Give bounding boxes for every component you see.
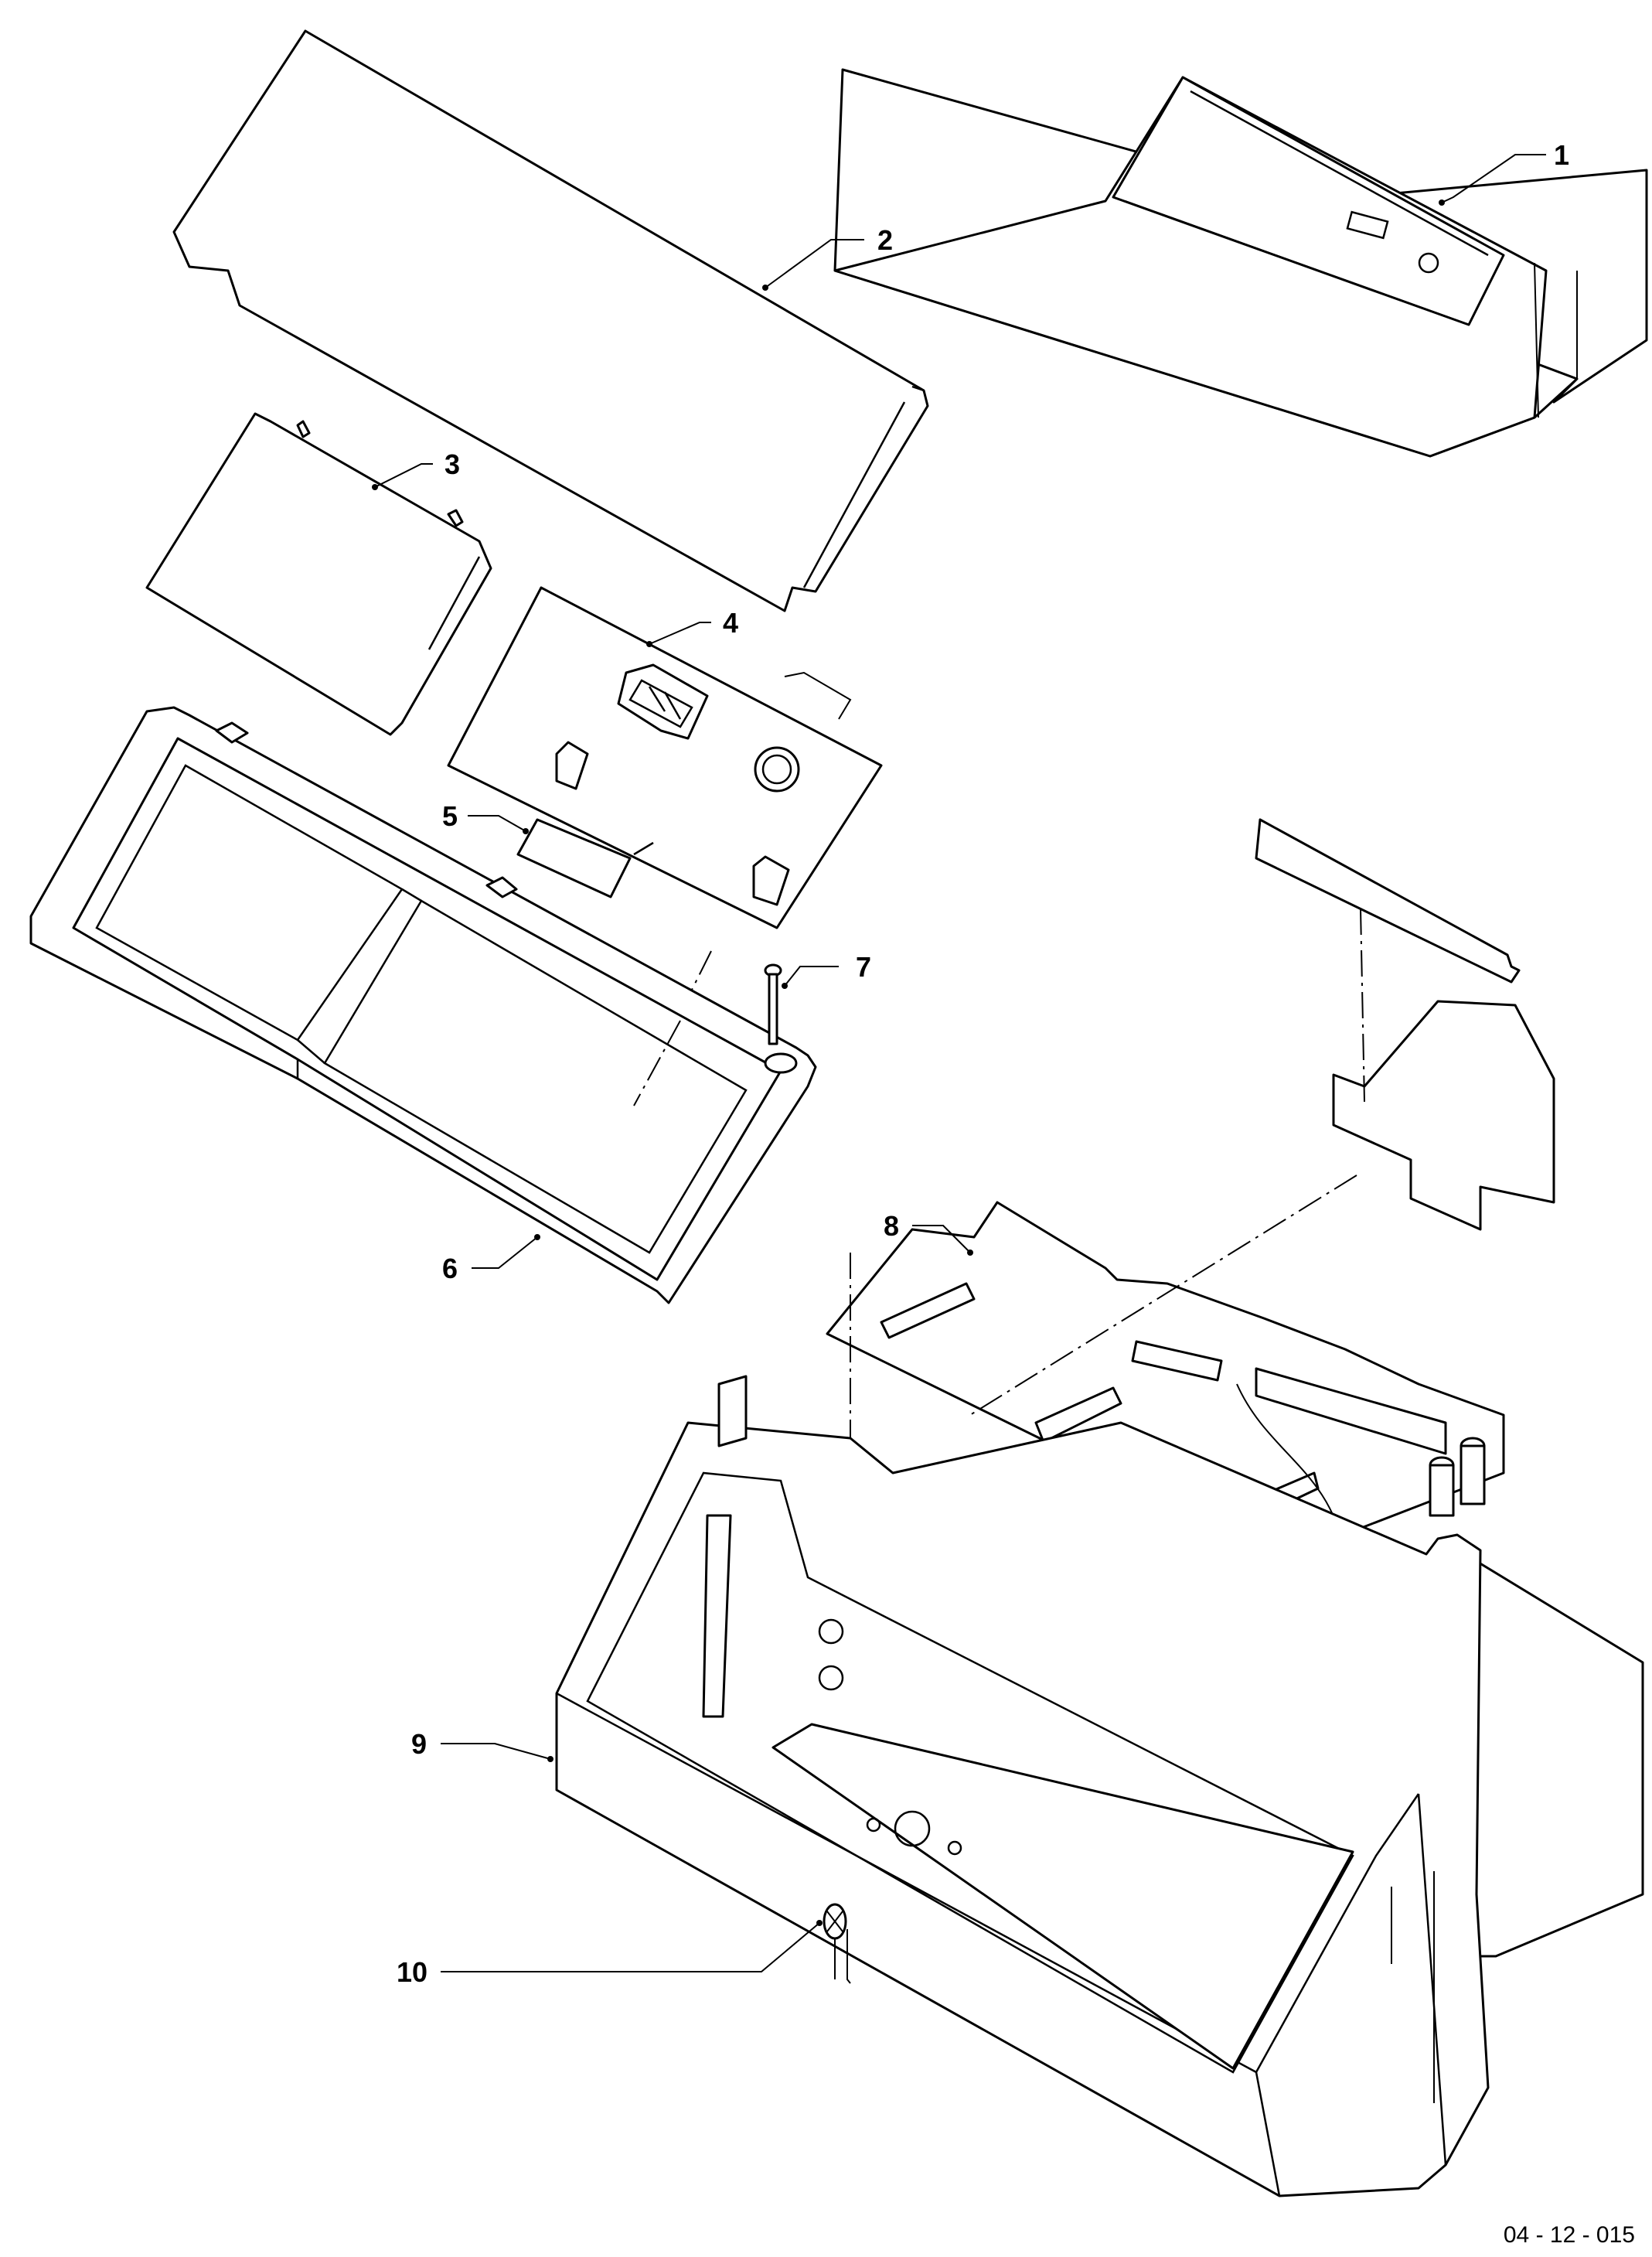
callout-8-label: 8 bbox=[884, 1210, 899, 1242]
callout-1: 1 bbox=[1439, 139, 1569, 206]
side-panel bbox=[145, 412, 492, 736]
top-cover bbox=[172, 29, 929, 612]
callout-3-label: 3 bbox=[445, 448, 460, 480]
display-window bbox=[516, 818, 654, 898]
callout-9-label: 9 bbox=[411, 1728, 427, 1760]
callout-3: 3 bbox=[372, 448, 460, 490]
drawing-reference: 04 - 12 - 015 bbox=[1504, 2222, 1635, 2248]
callout-10-label: 10 bbox=[397, 1956, 427, 1988]
callout-1-label: 1 bbox=[1554, 139, 1569, 171]
callout-9: 9 bbox=[411, 1728, 554, 1762]
assembled-unit bbox=[833, 68, 1648, 458]
callout-7: 7 bbox=[782, 951, 871, 989]
callout-2: 2 bbox=[762, 224, 893, 291]
bracket-plate bbox=[1255, 818, 1555, 1231]
callout-5: 5 bbox=[442, 800, 529, 834]
callout-7-label: 7 bbox=[856, 951, 871, 983]
fastener bbox=[823, 1903, 851, 1984]
callout-8: 8 bbox=[884, 1210, 973, 1256]
callout-6: 6 bbox=[442, 1234, 540, 1284]
callout-5-label: 5 bbox=[442, 800, 458, 832]
callout-4-label: 4 bbox=[723, 607, 738, 639]
callout-2-label: 2 bbox=[877, 224, 893, 256]
housing-base bbox=[555, 1375, 1644, 2197]
front-frame bbox=[29, 706, 817, 1304]
control-panel-board bbox=[447, 586, 883, 1045]
callout-4: 4 bbox=[646, 607, 738, 647]
callout-6-label: 6 bbox=[442, 1253, 458, 1284]
screw bbox=[764, 963, 798, 1074]
callout-10: 10 bbox=[397, 1920, 823, 1988]
